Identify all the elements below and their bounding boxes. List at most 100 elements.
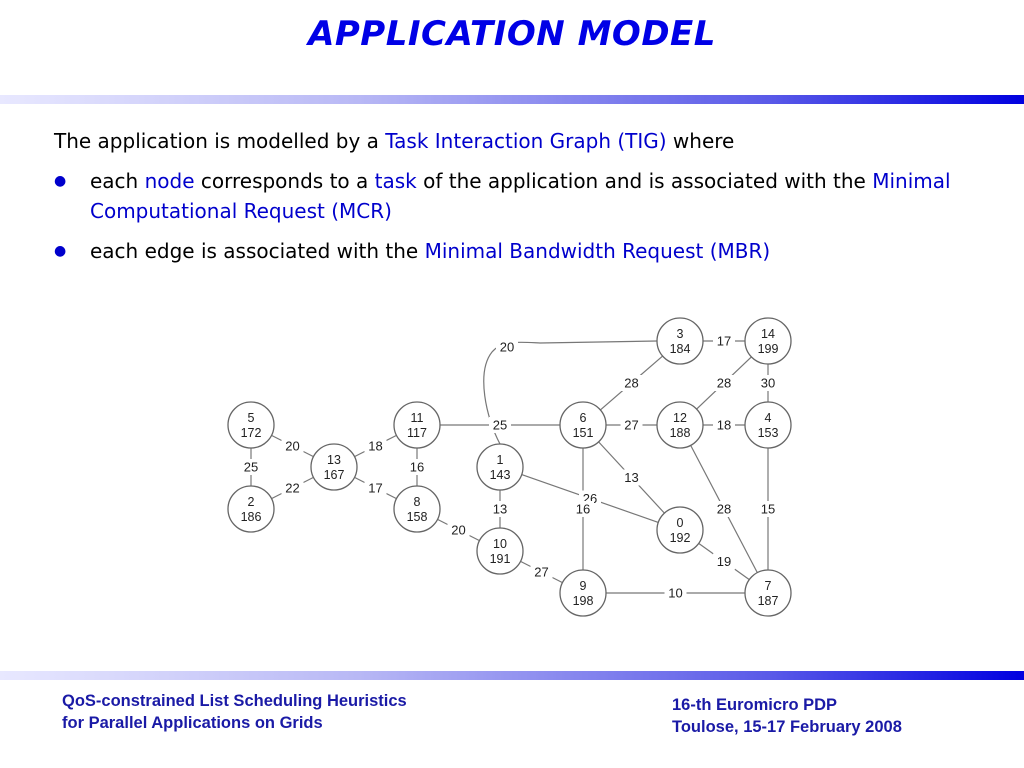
edge-label-background	[757, 501, 779, 517]
edge-weight-label: 13	[624, 470, 638, 485]
edge-weight-label: 20	[285, 439, 299, 454]
edge-label-background	[281, 438, 304, 454]
node-id-label: 11	[411, 411, 424, 425]
bullet-highlight-mbr: Minimal Bandwidth Request (MBR)	[424, 239, 771, 263]
node-circle	[476, 527, 524, 575]
top-divider	[0, 95, 1024, 104]
edge-weight-label: 25	[244, 460, 258, 475]
intro-highlight: Task Interaction Graph (TIG)	[385, 129, 667, 153]
edge-weight-label: 22	[285, 481, 299, 496]
edge-label-background	[240, 459, 262, 475]
bullet-dot-icon: ●	[54, 173, 67, 189]
node-mcr-label: 143	[490, 468, 511, 482]
node-circle	[393, 485, 441, 533]
node-id-label: 14	[761, 327, 775, 341]
node-circle	[559, 401, 607, 449]
edge-label-background	[572, 501, 594, 517]
node-mcr-label: 158	[407, 510, 428, 524]
edge-weight-label: 17	[368, 481, 382, 496]
bullet-text: each	[90, 169, 145, 193]
footer-presentation-title: QoS-constrained List Scheduling Heuristi…	[62, 690, 522, 734]
node-circle	[393, 401, 441, 449]
edge-weight-label: 10	[668, 586, 682, 601]
footer-right-line1: 16-th Euromicro PDP	[672, 696, 838, 714]
node-mcr-label: 153	[758, 426, 779, 440]
node-circle	[559, 569, 607, 617]
footer-left-line2: for Parallel Applications on Grids	[62, 714, 323, 732]
edge-weight-label: 27	[624, 418, 638, 433]
edge-weight-label: 27	[534, 565, 548, 580]
edge-label-background	[447, 522, 470, 538]
graph-nodes: 5172218613167111178158114310191615191983…	[227, 317, 792, 617]
node-circle	[227, 485, 275, 533]
edge-label-background	[757, 375, 779, 391]
edge-label-background	[281, 480, 304, 496]
node-mcr-label: 192	[670, 531, 691, 545]
node-id-label: 3	[677, 327, 684, 341]
node-id-label: 1	[497, 453, 504, 467]
node-circle	[656, 401, 704, 449]
edge-weight-label: 16	[410, 460, 424, 475]
node-circle	[476, 443, 524, 491]
edge-weight-label: 28	[717, 376, 731, 391]
edge-weight-label: 25	[493, 418, 507, 433]
edge-label-background	[713, 501, 735, 517]
edge-weight-label: 15	[761, 502, 775, 517]
node-id-label: 9	[580, 579, 587, 593]
node-id-label: 10	[493, 537, 507, 551]
node-mcr-label: 167	[324, 468, 345, 482]
edge-weight-label: 19	[717, 554, 731, 569]
edge-label-background	[713, 333, 735, 349]
node-circle	[310, 443, 358, 491]
edge-label-background	[406, 459, 428, 475]
edge-weight-label: 30	[761, 376, 775, 391]
node-mcr-label: 199	[758, 342, 779, 356]
edge-label-background	[620, 469, 643, 486]
bullet-highlight-task: task	[374, 169, 417, 193]
edge-weight-label: 28	[717, 502, 731, 517]
footer-right-line2: Toulose, 15-17 February 2008	[672, 718, 902, 736]
node-mcr-label: 172	[241, 426, 262, 440]
edge-label-background	[496, 339, 518, 355]
node-id-label: 2	[248, 495, 255, 509]
slide-body: The application is modelled by a Task In…	[54, 126, 984, 276]
edge-label-background	[364, 438, 387, 454]
node-id-label: 4	[765, 411, 772, 425]
bottom-divider	[0, 671, 1024, 680]
edge-weight-label: 13	[493, 502, 507, 517]
node-mcr-label: 186	[241, 510, 262, 524]
edge-label-background	[489, 501, 511, 517]
node-id-label: 7	[765, 579, 772, 593]
edge-label-background	[489, 417, 511, 433]
bullet-text: corresponds to a	[194, 169, 375, 193]
node-circle	[744, 317, 792, 365]
node-id-label: 13	[327, 453, 341, 467]
edge-weight-label: 28	[624, 376, 638, 391]
node-mcr-label: 187	[758, 594, 779, 608]
intro-line: The application is modelled by a Task In…	[54, 126, 984, 156]
edge-weight-label: 18	[717, 418, 731, 433]
edge-weight-label: 20	[451, 523, 465, 538]
bullet-node: ● each node corresponds to a task of the…	[54, 166, 984, 226]
node-id-label: 0	[677, 516, 684, 530]
slide-title: APPLICATION MODEL	[308, 14, 716, 54]
edge-weight-label: 18	[368, 439, 382, 454]
edge-label-background	[364, 480, 387, 496]
footer-left-line1: QoS-constrained List Scheduling Heuristi…	[62, 692, 407, 710]
graph-edge-labels: 2520221817162520132026272827131617281828…	[240, 333, 779, 601]
footer-conference: 16-th Euromicro PDP Toulose, 15-17 Febru…	[672, 694, 992, 738]
node-mcr-label: 117	[407, 426, 427, 440]
node-mcr-label: 184	[670, 342, 691, 356]
node-mcr-label: 151	[573, 426, 594, 440]
